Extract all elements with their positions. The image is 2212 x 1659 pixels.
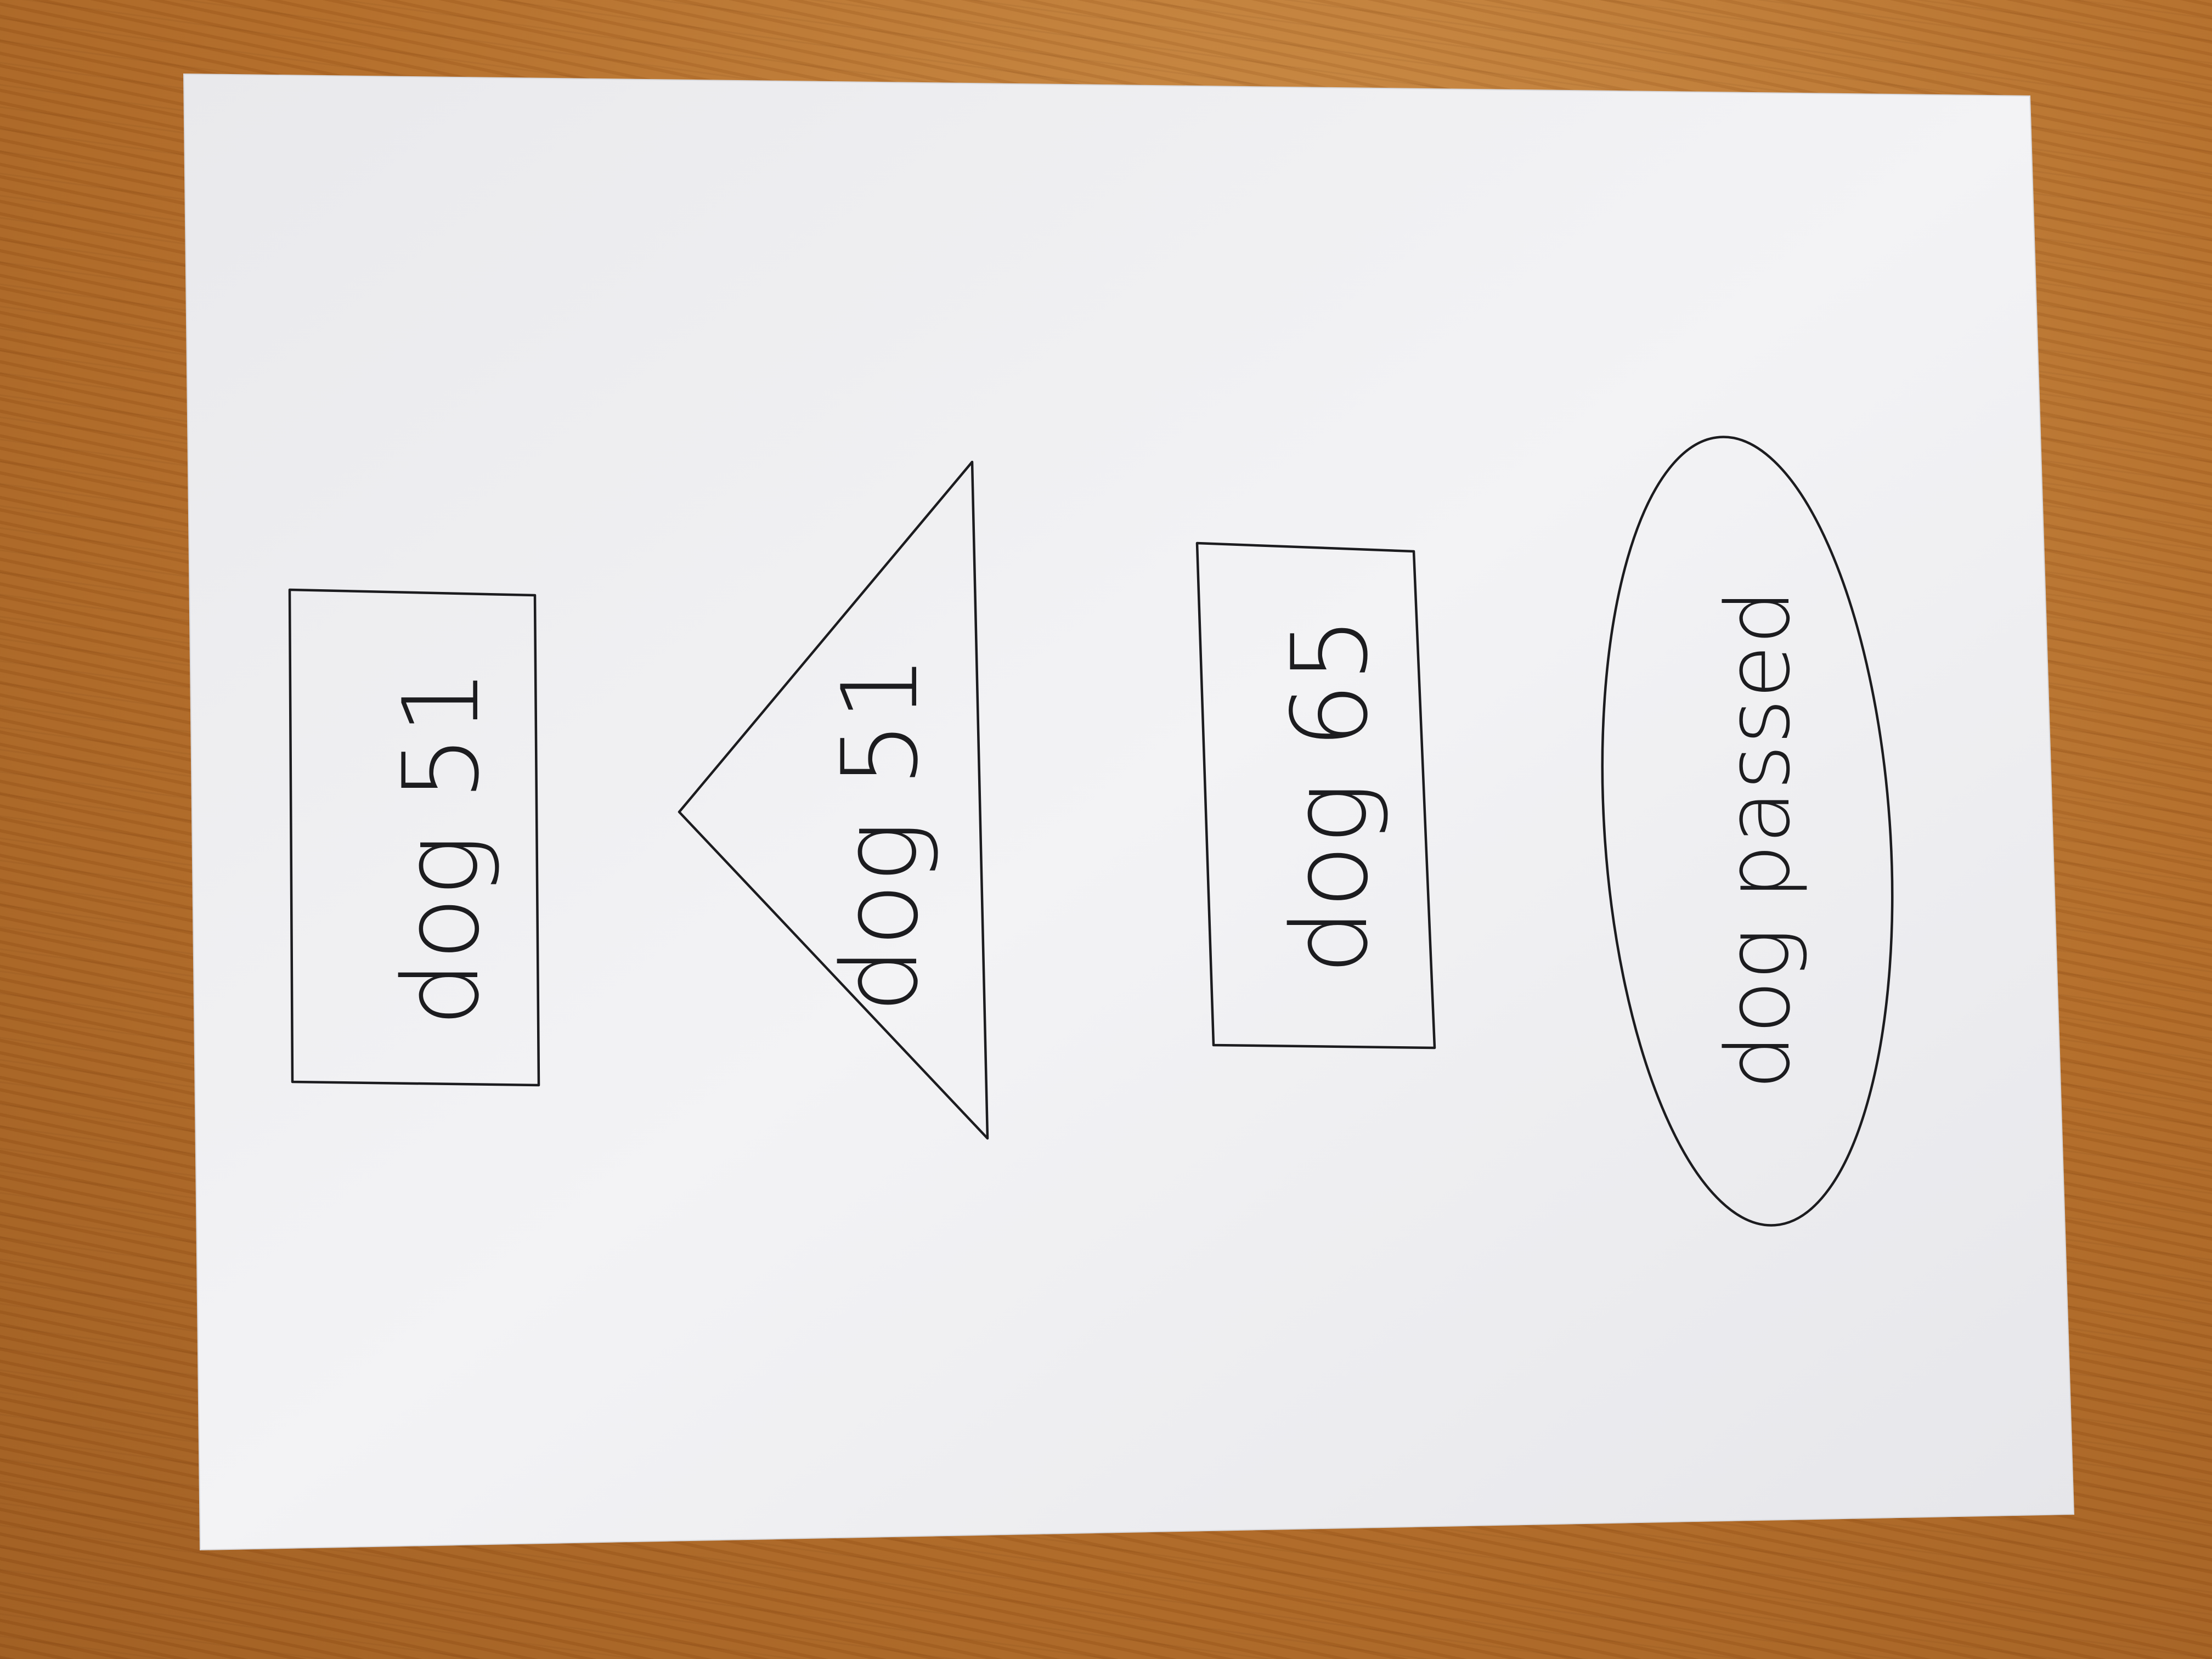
triangle-2-label: dog 51	[820, 654, 941, 1013]
ellipse-4-label: dog passed	[1707, 589, 1809, 1090]
diagram-node-triangle-2: dog 51	[678, 460, 989, 1140]
ellipse-4-outline	[1601, 436, 1894, 1227]
rectangle-1-outline	[288, 588, 540, 1087]
rectangle-1-label: dog 51	[381, 668, 502, 1026]
triangle-2-outline	[678, 460, 989, 1140]
diagram-node-rectangle-1: dog 51	[288, 588, 540, 1087]
diagram-node-ellipse-4: dog passed	[1601, 436, 1894, 1227]
paper-sheet	[183, 73, 2075, 1551]
rectangle-3-label: dog 65	[1269, 616, 1391, 974]
rectangle-3-outline	[1195, 541, 1436, 1049]
diagram-node-rectangle-3: dog 65	[1195, 541, 1436, 1049]
